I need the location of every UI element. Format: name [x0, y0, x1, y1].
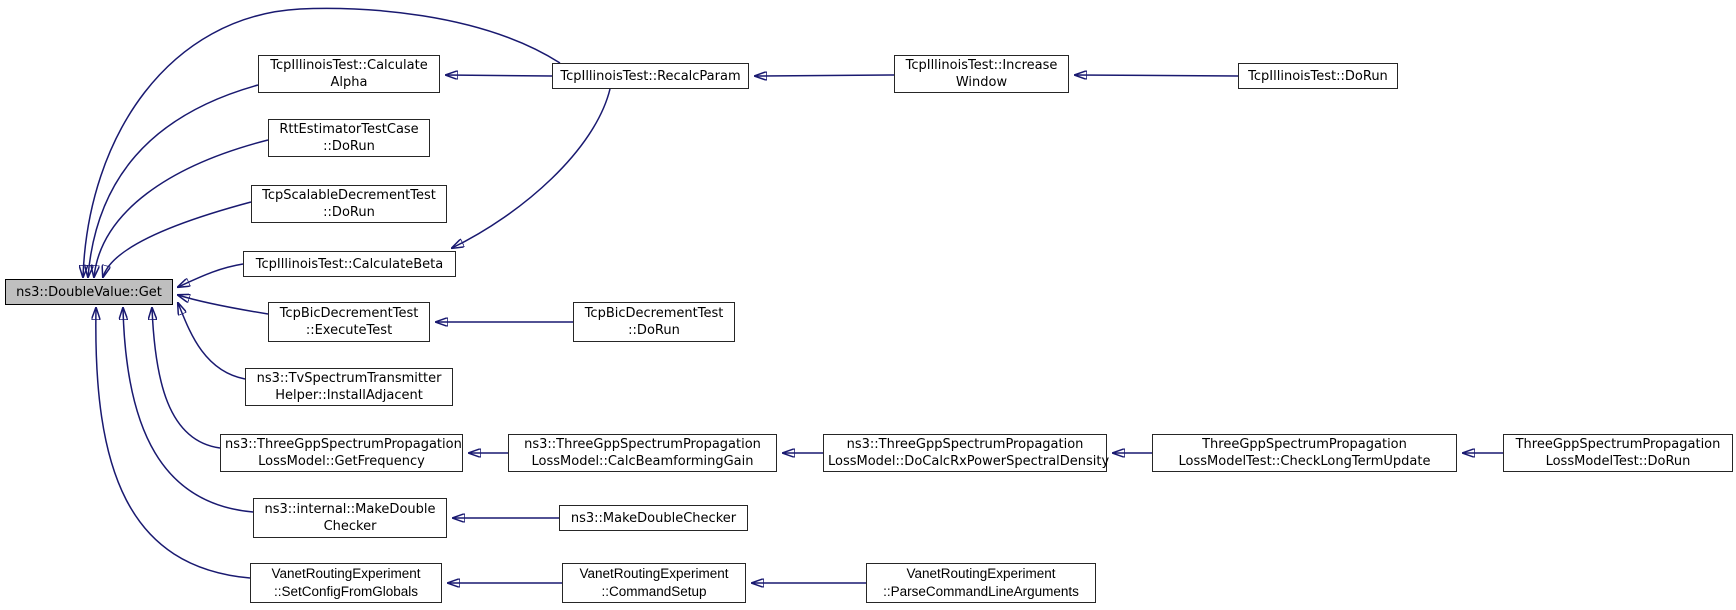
node-label: Helper::InstallAdjacent	[275, 388, 423, 403]
node-label: LossModelTest::DoRun	[1545, 454, 1691, 469]
edge-scalabledorun-to-main	[103, 201, 252, 277]
edge-makedoubleinternal-to-main	[123, 308, 254, 513]
node-label: ns3::MakeDoubleChecker	[570, 510, 737, 526]
node-label: VanetRoutingExperiment	[906, 566, 1056, 581]
node-label: TcpIllinoisTest::RecalcParam	[560, 68, 741, 84]
node-vanetroutingexperiment-setconfigfromglobals[interactable]: VanetRoutingExperiment ::SetConfigFromGl…	[250, 563, 442, 603]
node-label: ::DoRun	[323, 139, 375, 154]
node-vanetroutingexperiment-parsecommandlinearguments[interactable]: VanetRoutingExperiment ::ParseCommandLin…	[866, 563, 1096, 603]
node-threegppspectrumpropagationlossmodeltest-checklongtermupdate[interactable]: ThreeGppSpectrumPropagation LossModelTes…	[1152, 434, 1457, 472]
edge-recalcparam-to-main	[83, 7, 561, 277]
node-label: ns3::ThreeGppSpectrumPropagation	[524, 437, 761, 452]
node-rttestimatortestcase-dorun[interactable]: RttEstimatorTestCase ::DoRun	[268, 119, 430, 157]
node-label: ns3::DoubleValue::Get	[16, 284, 162, 300]
node-label: LossModel::DoCalcRxPowerSpectralDensity	[828, 454, 1110, 469]
node-threegppspectrumpropagationlossmodel-calcbeamforminggain[interactable]: ns3::ThreeGppSpectrumPropagation LossMod…	[508, 434, 777, 472]
node-label: TcpBicDecrementTest	[584, 306, 724, 321]
node-threegppspectrumpropagationlossmodeltest-dorun[interactable]: ThreeGppSpectrumPropagation LossModelTes…	[1503, 434, 1733, 472]
node-tcpbicdecrementtest-executetest[interactable]: TcpBicDecrementTest ::ExecuteTest	[268, 302, 430, 342]
node-label: LossModel::CalcBeamformingGain	[531, 454, 754, 469]
node-tcpillinoistest-calculatealpha[interactable]: TcpIllinoisTest::Calculate Alpha	[258, 55, 440, 93]
node-label: VanetRoutingExperiment	[579, 566, 729, 581]
node-tcpillinoistest-dorun[interactable]: TcpIllinoisTest::DoRun	[1238, 63, 1398, 89]
node-label: VanetRoutingExperiment	[271, 566, 421, 581]
edge-calculatebeta-to-main	[178, 263, 244, 287]
edge-recalcparam-to-calculatealpha	[446, 75, 553, 76]
edge-increasewindow-to-recalcparam	[755, 75, 895, 76]
node-tcpbicdecrementtest-dorun[interactable]: TcpBicDecrementTest ::DoRun	[573, 302, 735, 342]
edge-rttdorun-to-main	[94, 139, 269, 277]
node-label: ::DoRun	[323, 205, 375, 220]
node-threegppspectrumpropagationlossmodel-docalcrxpowerspectraldensity[interactable]: ns3::ThreeGppSpectrumPropagation LossMod…	[823, 434, 1110, 472]
edge-recalcparam-to-calculatebeta	[452, 88, 611, 248]
node-tcpscalabledecrementtest-dorun[interactable]: TcpScalableDecrementTest ::DoRun	[251, 185, 447, 223]
node-ns3-internal-makedoublechecker[interactable]: ns3::internal::MakeDouble Checker	[253, 498, 447, 538]
node-label: Window	[955, 75, 1008, 90]
node-label: Alpha	[330, 75, 368, 90]
node-label: ns3::ThreeGppSpectrumPropagation	[846, 437, 1084, 452]
node-label: TcpBicDecrementTest	[279, 306, 419, 321]
node-label: ThreeGppSpectrumPropagation	[1515, 437, 1721, 452]
edge-calculatealpha-to-main	[88, 84, 259, 277]
node-label: ns3::TvSpectrumTransmitter	[256, 371, 442, 386]
node-threegppspectrumpropagationlossmodel-getfrequency[interactable]: ns3::ThreeGppSpectrumPropagation LossMod…	[220, 434, 463, 472]
node-vanetroutingexperiment-commandsetup[interactable]: VanetRoutingExperiment ::CommandSetup	[562, 563, 746, 603]
node-label: ::SetConfigFromGlobals	[273, 584, 419, 599]
node-label: ThreeGppSpectrumPropagation	[1202, 437, 1407, 452]
node-label: LossModel::GetFrequency	[258, 454, 425, 469]
node-ns3-makedoublechecker[interactable]: ns3::MakeDoubleChecker	[559, 505, 748, 531]
edge-getfrequency-to-main	[152, 308, 221, 449]
edge-illinoisdorun-to-increasewindow	[1075, 75, 1239, 76]
node-label: TcpIllinoisTest::DoRun	[1248, 68, 1388, 84]
node-label: TcpIllinoisTest::Increase	[905, 58, 1058, 73]
node-label: ns3::internal::MakeDouble	[264, 502, 436, 517]
node-label: LossModelTest::CheckLongTermUpdate	[1178, 454, 1431, 469]
node-ns3-doublevalue-get[interactable]: ns3::DoubleValue::Get	[5, 279, 173, 305]
node-label: RttEstimatorTestCase	[279, 122, 419, 137]
node-label: ::ParseCommandLineArguments	[883, 584, 1079, 599]
node-label: ::ExecuteTest	[305, 323, 393, 338]
node-ns3-tvspectrumtransmitterhelper-installadjacent[interactable]: ns3::TvSpectrumTransmitter Helper::Insta…	[245, 368, 453, 406]
node-tcpillinoistest-calculatebeta[interactable]: TcpIllinoisTest::CalculateBeta	[243, 251, 456, 277]
node-label: Checker	[323, 519, 377, 534]
edge-setconfig-to-main	[96, 308, 251, 579]
node-label: ::CommandSetup	[601, 584, 707, 599]
node-label: ns3::ThreeGppSpectrumPropagation	[225, 437, 462, 452]
node-tcpillinoistest-increasewindow[interactable]: TcpIllinoisTest::Increase Window	[894, 55, 1069, 93]
node-label: TcpIllinoisTest::CalculateBeta	[255, 256, 444, 272]
node-label: TcpScalableDecrementTest	[262, 188, 436, 203]
node-label: ::DoRun	[628, 323, 680, 338]
edge-tvinstall-to-main	[178, 303, 246, 380]
edge-executetest-to-main	[178, 295, 269, 315]
node-tcpillinoistest-recalcparam[interactable]: TcpIllinoisTest::RecalcParam	[552, 63, 749, 89]
node-label: TcpIllinoisTest::Calculate	[270, 58, 428, 73]
